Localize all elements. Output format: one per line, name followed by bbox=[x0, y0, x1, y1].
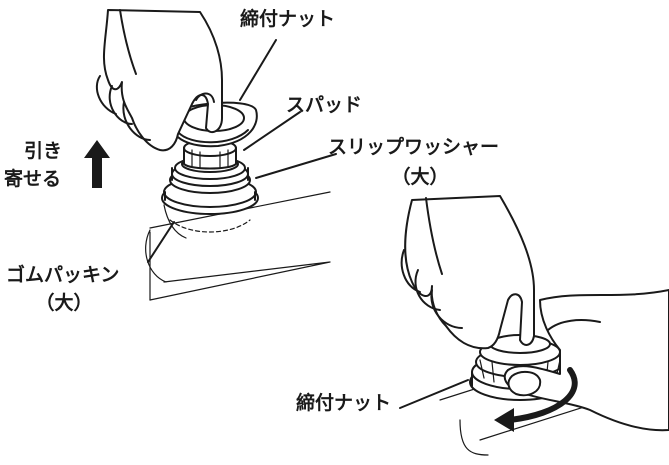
right-hand bbox=[400, 195, 535, 350]
gripping-hand bbox=[503, 289, 669, 432]
leader-rubber-packing bbox=[147, 221, 175, 263]
rotate-arrow-icon bbox=[494, 367, 578, 432]
leader-nut-top bbox=[239, 39, 277, 101]
label-rubber-packing-size: （大） bbox=[35, 292, 93, 314]
left-hand bbox=[95, 9, 223, 152]
arrow-up-icon bbox=[84, 140, 110, 188]
label-slip-washer: スリップワッシャー bbox=[328, 136, 500, 158]
leader-slip-washer bbox=[255, 153, 337, 179]
label-pull-2: 寄せる bbox=[4, 168, 62, 190]
label-spud: スパッド bbox=[286, 94, 363, 116]
label-nut-top: 締付ナット bbox=[240, 8, 336, 30]
right-scene bbox=[399, 195, 669, 456]
label-pull: 引き bbox=[24, 140, 63, 162]
leader-nut-bottom bbox=[399, 379, 469, 409]
label-slip-washer-size: （大） bbox=[391, 166, 449, 188]
label-rubber-packing: ゴムパッキン bbox=[6, 264, 120, 286]
leader-spud bbox=[243, 111, 301, 151]
left-scene bbox=[84, 9, 337, 301]
label-nut-bottom: 締付ナット bbox=[296, 392, 392, 414]
